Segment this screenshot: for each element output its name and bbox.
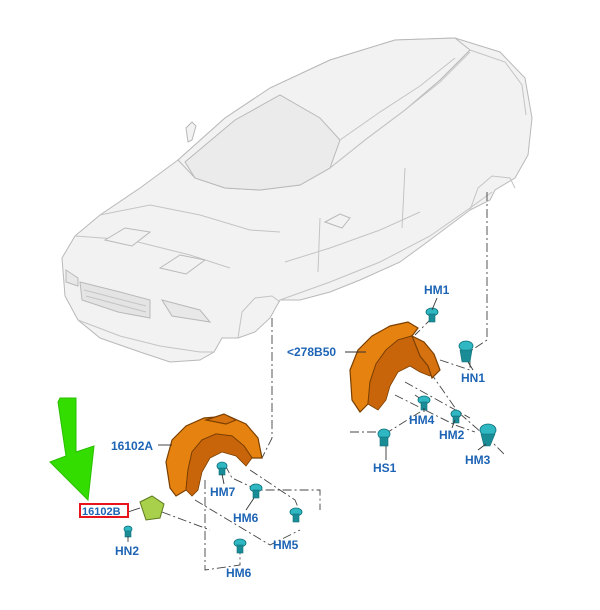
- splash-shield-16102b: [139, 495, 165, 521]
- label-hm6-lower: HM6: [226, 566, 252, 580]
- clip-hm4: [417, 395, 431, 411]
- clip-hm1: [425, 307, 439, 323]
- label-lead-lines: [127, 297, 487, 540]
- clip-hn1: [458, 340, 474, 363]
- label-hm1: HM1: [424, 283, 450, 297]
- fastener-clips: [123, 307, 497, 554]
- front-wheel-liner-16102a: [165, 413, 263, 497]
- label-hn2: HN2: [115, 544, 139, 558]
- rear-wheel-liner-278b50: [349, 321, 441, 413]
- label-hm4: HM4: [409, 413, 435, 427]
- label-278b50: <278B50: [287, 345, 336, 359]
- assembly-leader-lines: [127, 192, 506, 571]
- clip-hm5: [289, 507, 303, 523]
- label-hm5: HM5: [273, 538, 299, 552]
- label-hm2: HM2: [439, 428, 465, 442]
- label-16102b: 16102B: [82, 506, 121, 518]
- clip-hm7: [216, 461, 228, 476]
- label-hm7: HM7: [210, 485, 236, 499]
- label-16102a: 16102A: [111, 439, 153, 453]
- clip-hm2: [450, 409, 462, 424]
- highlight-box: [79, 503, 129, 518]
- clip-hm6-lower: [233, 538, 247, 554]
- clip-hm6-upper: [249, 483, 263, 499]
- clip-hm3: [479, 423, 497, 447]
- car-body-illustration: [61, 37, 533, 363]
- clip-hn2: [123, 525, 133, 538]
- label-hm3: HM3: [465, 453, 491, 467]
- pointer-arrow: [49, 397, 95, 502]
- label-hm6-upper: HM6: [233, 511, 259, 525]
- clip-hs1: [377, 428, 391, 447]
- label-hn1: HN1: [461, 371, 485, 385]
- label-hs1: HS1: [373, 461, 397, 475]
